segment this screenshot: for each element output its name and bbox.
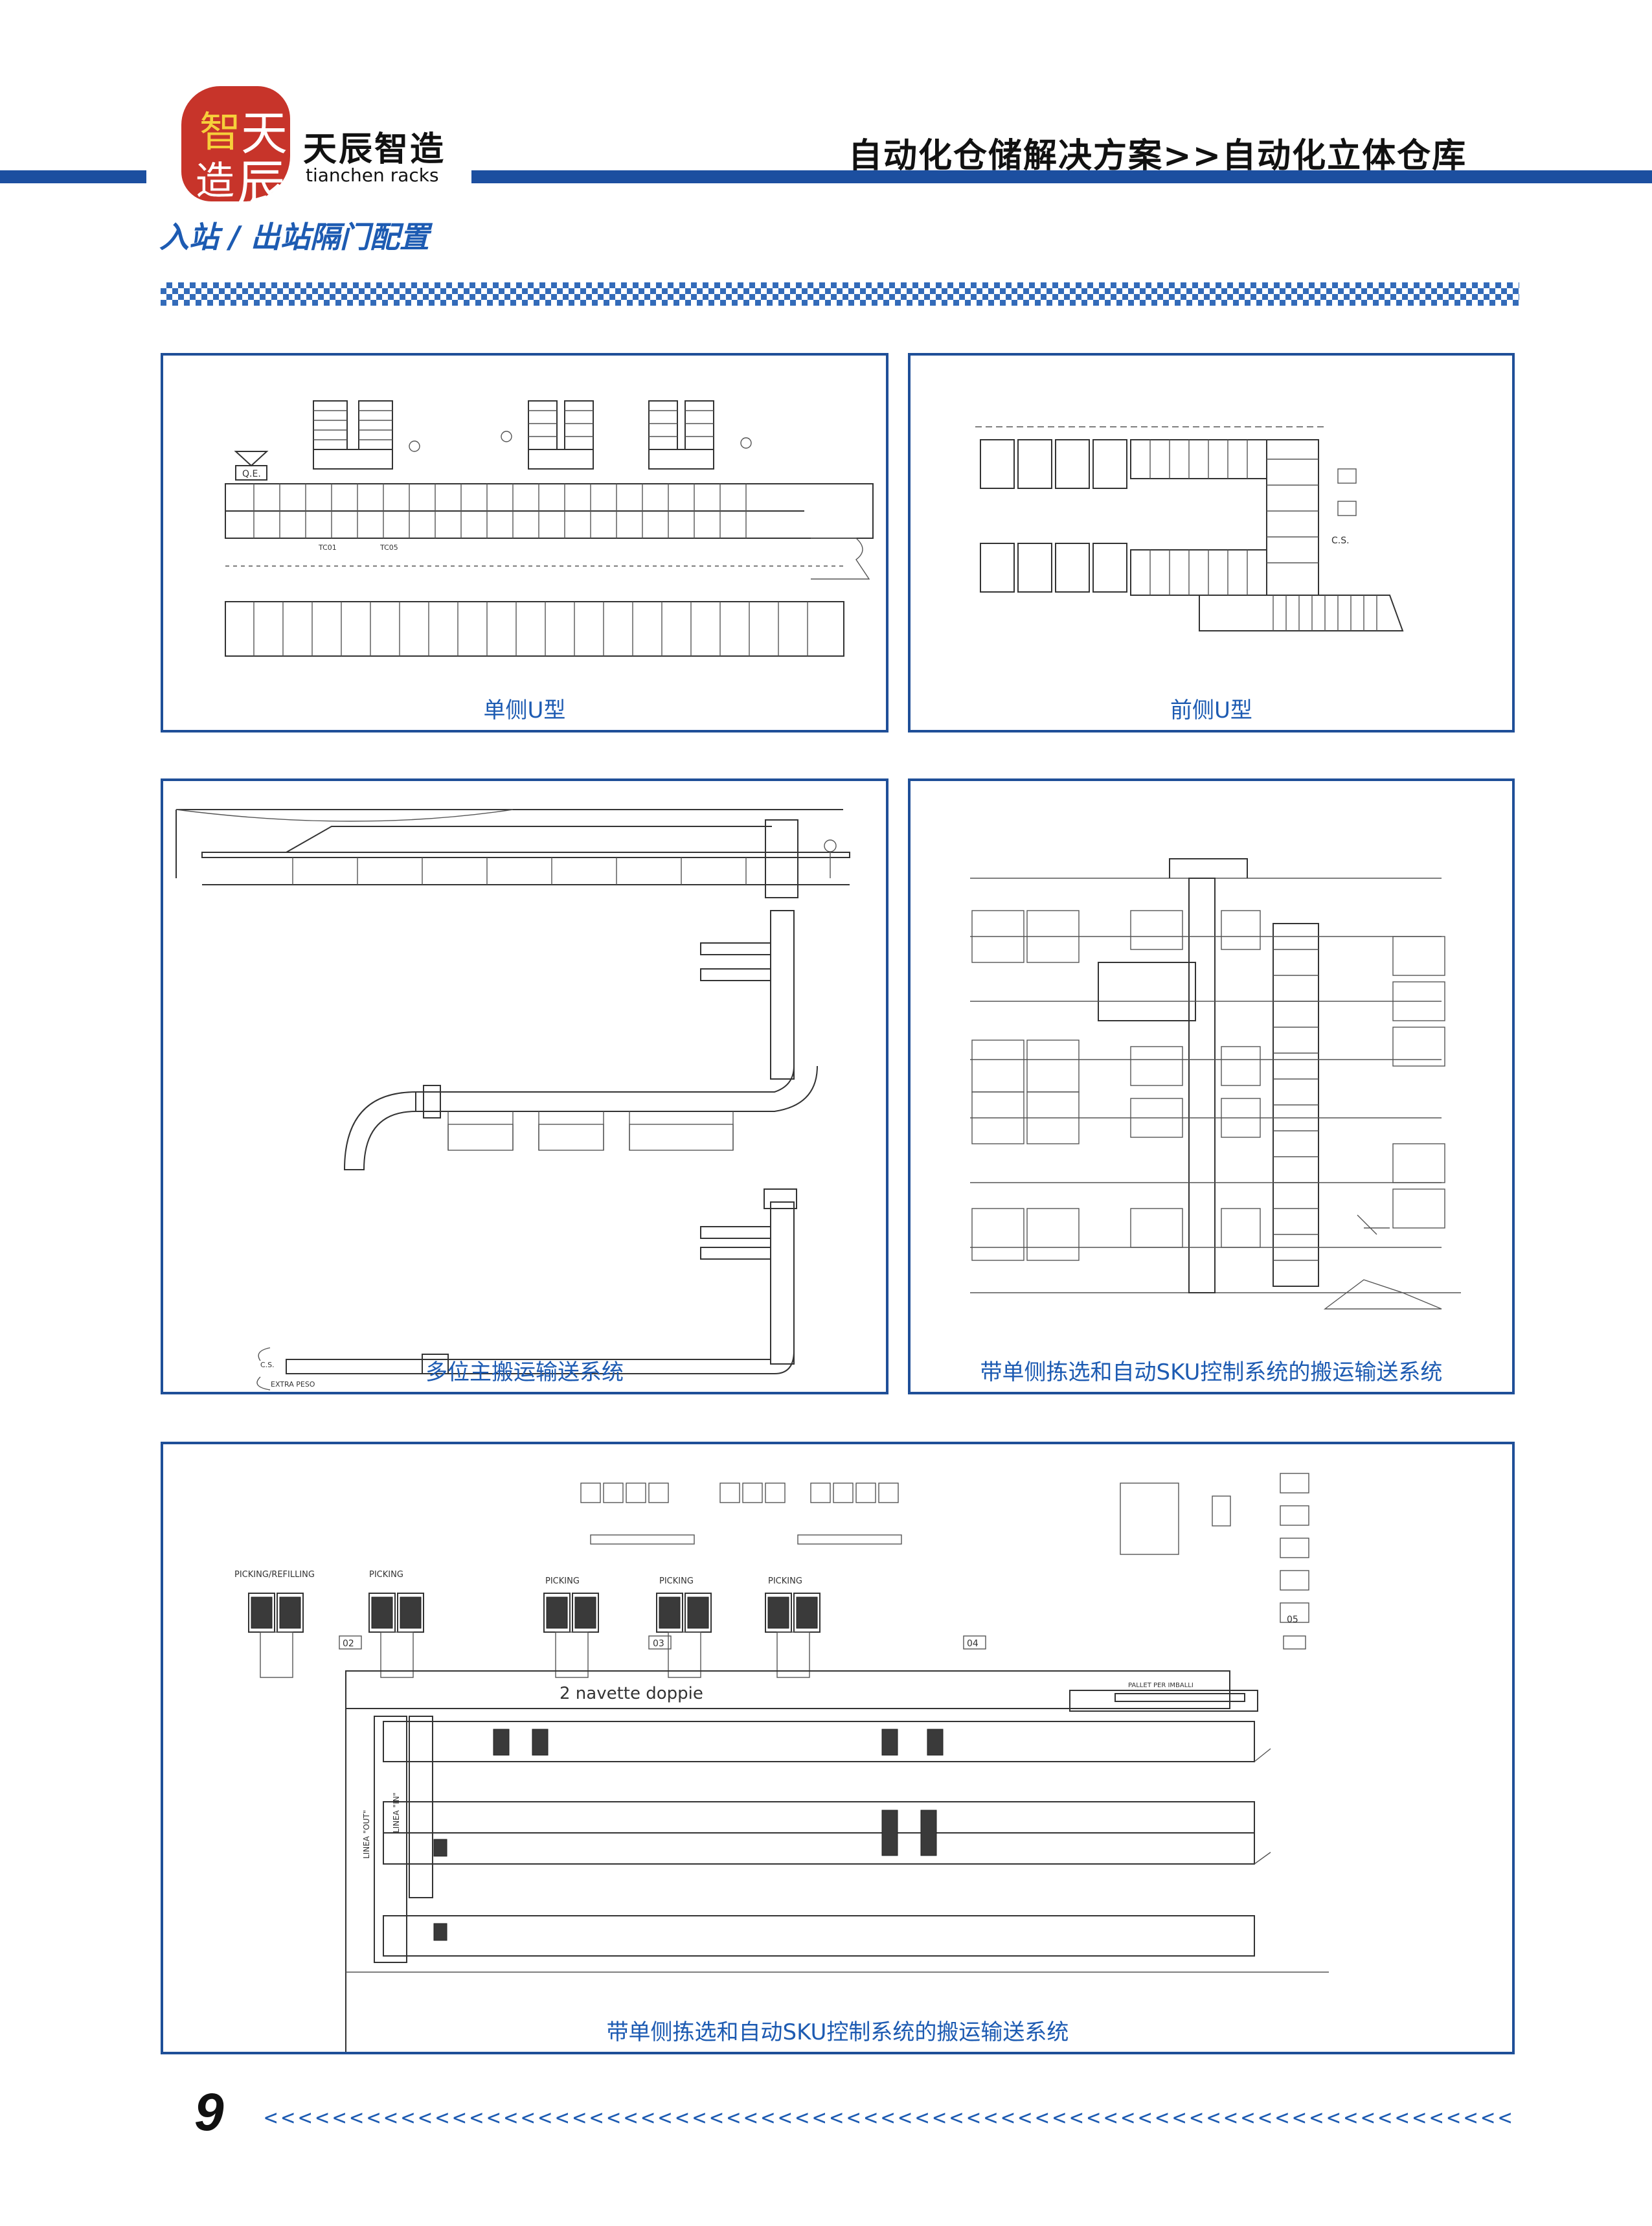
- panel-multi-position-conveyor: C.S. EXTRA PESO 多位主搬运输送系统: [161, 778, 888, 1394]
- company-logo: 智 天 造 辰: [181, 86, 290, 211]
- decorative-chevrons: <<<<<<<<<<<<<<<<<<<<<<<<<<<<<<<<<<<<<<<<…: [264, 2105, 1516, 2131]
- label-picking-2: PICKING: [659, 1576, 694, 1586]
- drawing-single-side-u: Q.E. TC01 TC05: [225, 400, 874, 657]
- logo-char: 智: [199, 109, 241, 157]
- panel-front-side-u: C.S. 前侧U型: [908, 353, 1515, 733]
- label-pallet-per-imballi: PALLET PER IMBALLI: [1128, 1682, 1194, 1689]
- decorative-divider: [161, 282, 1519, 306]
- caption-front-side-u: 前侧U型: [1170, 698, 1252, 723]
- drawing-sku-control-conveyor-2: PICKING/REFILLING PICKING PICKING PICKIN…: [234, 1473, 1329, 2052]
- label-linea-out: LINEA "OUT": [362, 1810, 371, 1859]
- brand-name-cn: 天辰智造: [303, 130, 446, 169]
- label-cs: C.S.: [260, 1361, 275, 1369]
- logo-char: 辰: [237, 155, 285, 211]
- header-rule-left: [0, 170, 146, 183]
- header-rule-right: [471, 170, 1652, 183]
- label-grid-02: 02: [343, 1639, 354, 1649]
- label-tc01: TC01: [318, 543, 337, 552]
- label-grid-03: 03: [653, 1639, 664, 1649]
- label-navette: 2 navette doppie: [560, 1684, 703, 1703]
- brand-name-en: tianchen racks: [306, 165, 439, 186]
- label-grid-04: 04: [967, 1639, 979, 1649]
- panel-sku-control-conveyor-1: 带单侧拣选和自动SKU控制系统的搬运输送系统: [908, 778, 1515, 1394]
- section-heading: 入站 / 出站隔门配置: [159, 220, 429, 255]
- page-number: 9: [194, 2083, 224, 2142]
- label-picking-4: PICKING: [369, 1570, 403, 1580]
- panel-sku-control-conveyor-2: PICKING/REFILLING PICKING PICKING PICKIN…: [161, 1442, 1515, 2054]
- label-cs: C.S.: [1331, 536, 1350, 546]
- label-linea-in: LINEA "IN": [392, 1793, 401, 1833]
- label-grid-05: 05: [1287, 1615, 1298, 1625]
- label-picking-1: PICKING: [768, 1576, 802, 1586]
- drawing-front-side-u: C.S.: [975, 426, 1404, 631]
- caption-sku-control-conveyor-2: 带单侧拣选和自动SKU控制系统的搬运输送系统: [606, 2019, 1069, 2045]
- caption-single-side-u: 单侧U型: [483, 698, 566, 723]
- drawing-sku-control-conveyor-1: [970, 858, 1461, 1310]
- drawing-multi-position-conveyor: C.S. EXTRA PESO: [175, 809, 850, 1391]
- label-picking-refilling: PICKING/REFILLING: [234, 1570, 315, 1580]
- logo-char: 天: [241, 106, 288, 161]
- label-qe: Q.E.: [242, 469, 261, 479]
- label-picking-3: PICKING: [545, 1576, 580, 1586]
- page-title: 自动化仓储解决方案>>自动化立体仓库: [848, 137, 1467, 176]
- caption-sku-control-conveyor-1: 带单侧拣选和自动SKU控制系统的搬运输送系统: [980, 1359, 1443, 1385]
- label-extra-peso: EXTRA PESO: [271, 1380, 315, 1389]
- panel-single-side-u: Q.E. TC01 TC05: [161, 353, 888, 733]
- caption-multi-position-conveyor: 多位主搬运输送系统: [425, 1359, 624, 1385]
- label-tc05: TC05: [379, 543, 398, 552]
- logo-char: 造: [196, 159, 234, 204]
